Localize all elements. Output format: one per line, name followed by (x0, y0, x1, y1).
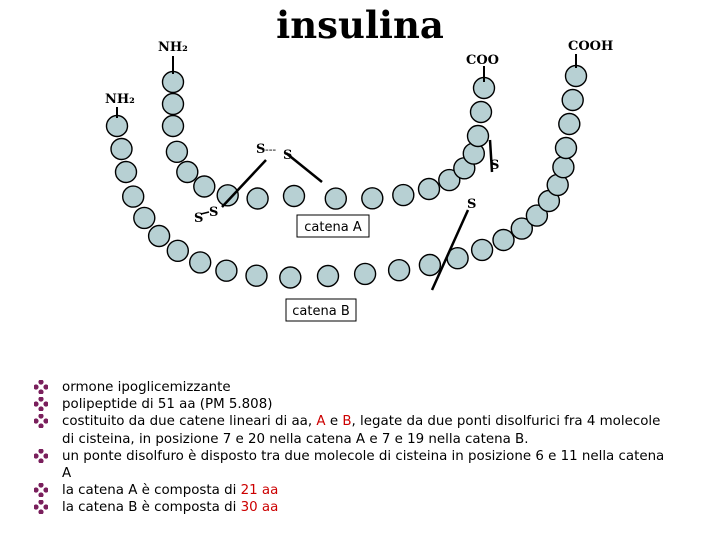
info-bullet: polipeptide di 51 aa (PM 5.808) (34, 396, 674, 413)
sulfur-upper-dash: --- (265, 143, 276, 156)
chain-b-bead (133, 206, 156, 230)
chain-b-bead (564, 64, 588, 88)
bullet-text: ormone ipoglicemizzante (62, 380, 231, 395)
highlighted-text: B (342, 414, 352, 430)
chain-a-bead (161, 114, 185, 138)
chain-a-bead (324, 187, 347, 210)
chain-a-bead (165, 140, 189, 164)
info-bullet: costituito da due catene lineari di aa, … (34, 413, 674, 447)
chain-b-bead (387, 259, 411, 282)
disulfide-bond-right-lower-line (430, 209, 470, 291)
chain-a-label-box (296, 214, 370, 238)
highlighted-text: A (316, 414, 326, 430)
nh2-label-chain-b: NH₂ (105, 92, 135, 107)
sulfur-right-bottom: S (467, 197, 476, 212)
chain-b-bead (114, 160, 138, 184)
diamond-bullet-icon (34, 448, 48, 463)
sulfur-lower-left: S (194, 211, 203, 226)
sulfur-lower-dash (200, 211, 210, 215)
chain-b-bead (525, 204, 549, 227)
bullet-text: , legate da due ponti disolfurici fra 4 … (62, 414, 661, 447)
sulfur-lower-right: S (209, 205, 218, 220)
chain-a-bead (392, 183, 415, 207)
chain-a-bead (246, 187, 269, 210)
highlighted-text: 21 aa (240, 483, 279, 499)
sulfur-upper-right: S (283, 148, 292, 163)
chain-b-bead (552, 155, 575, 179)
nh2-label-chain-a: NH₂ (158, 40, 188, 55)
chain-b-bead (470, 238, 494, 262)
chain-b-bead (245, 264, 268, 287)
chain-b-bead (105, 114, 129, 138)
chain-a-bead (193, 175, 216, 198)
info-bullet: ormone ipoglicemizzante (34, 379, 674, 396)
chain-a-bead (417, 177, 441, 201)
chain-a-bead (161, 70, 185, 94)
bullet-text: un ponte disolfuro è disposto tra due mo… (62, 448, 665, 482)
sulfur-right-top: S (490, 158, 499, 173)
chain-a-bead (466, 124, 490, 148)
chain-b-bead (279, 266, 302, 289)
bullet-text: e (325, 414, 343, 430)
chain-b-bead (418, 253, 442, 277)
cooh-label: COOH (568, 39, 613, 54)
chain-a-bead (161, 92, 185, 116)
chain-b-bead (353, 262, 377, 286)
diamond-bullet-icon (34, 380, 48, 394)
diamond-bullet-icon (34, 414, 48, 429)
chain-b-bead (166, 239, 190, 263)
chain-a-bead (361, 187, 384, 210)
chain-a-bead (216, 184, 239, 207)
diamond-bullet-icon (34, 500, 48, 515)
info-bullet-list: ormone ipoglicemizzante polipeptide di 51… (34, 379, 674, 517)
chain-a-bead (469, 100, 493, 124)
disulfide-bond-right-upper-line (488, 139, 494, 173)
bullet-text: polipeptide di 51 aa (PM 5.808) (62, 397, 273, 413)
chain-a-bead (176, 160, 199, 184)
sulfur-upper-left: S (256, 142, 265, 157)
highlighted-text: 30 aa (240, 500, 279, 516)
chain-b-bead (558, 112, 581, 136)
info-bullet: un ponte disolfuro è disposto tra due mo… (34, 448, 674, 482)
diamond-bullet-icon (34, 483, 48, 498)
chain-b-bead (492, 228, 515, 252)
chain-b-label-box (285, 298, 357, 322)
chain-b-bead (316, 264, 340, 288)
chain-b-bead (121, 185, 145, 208)
disulfide-bond-intra-a-line (221, 159, 267, 208)
chain-b-bead (147, 224, 171, 248)
chain-b-bead (110, 137, 133, 161)
info-bullet: la catena A è composta di 21 aa (34, 482, 674, 499)
chain-b-bead (188, 251, 212, 274)
bullet-text: la catena B è composta di (62, 500, 241, 516)
chain-b-bead (554, 136, 578, 160)
disulfide-bond-upper-line (285, 152, 323, 183)
chain-b-bead (510, 217, 533, 240)
info-bullet: la catena B è composta di 30 aa (34, 499, 674, 516)
coo-label: COO (466, 53, 499, 68)
chain-a-beads (161, 70, 496, 210)
chain-b-bead (215, 259, 238, 282)
bullet-text: costituito da due catene lineari di aa, (62, 414, 317, 430)
diamond-bullet-icon (34, 397, 48, 412)
chain-a-bead (282, 184, 306, 208)
chain-b-beads (105, 64, 588, 289)
chain-b-label: catena B (292, 304, 349, 319)
chain-a-label: catena A (304, 220, 362, 235)
chain-b-bead (561, 88, 584, 112)
chain-a-bead (438, 168, 461, 192)
title: insulina (276, 3, 444, 47)
bullet-text: la catena A è composta di (62, 483, 241, 499)
